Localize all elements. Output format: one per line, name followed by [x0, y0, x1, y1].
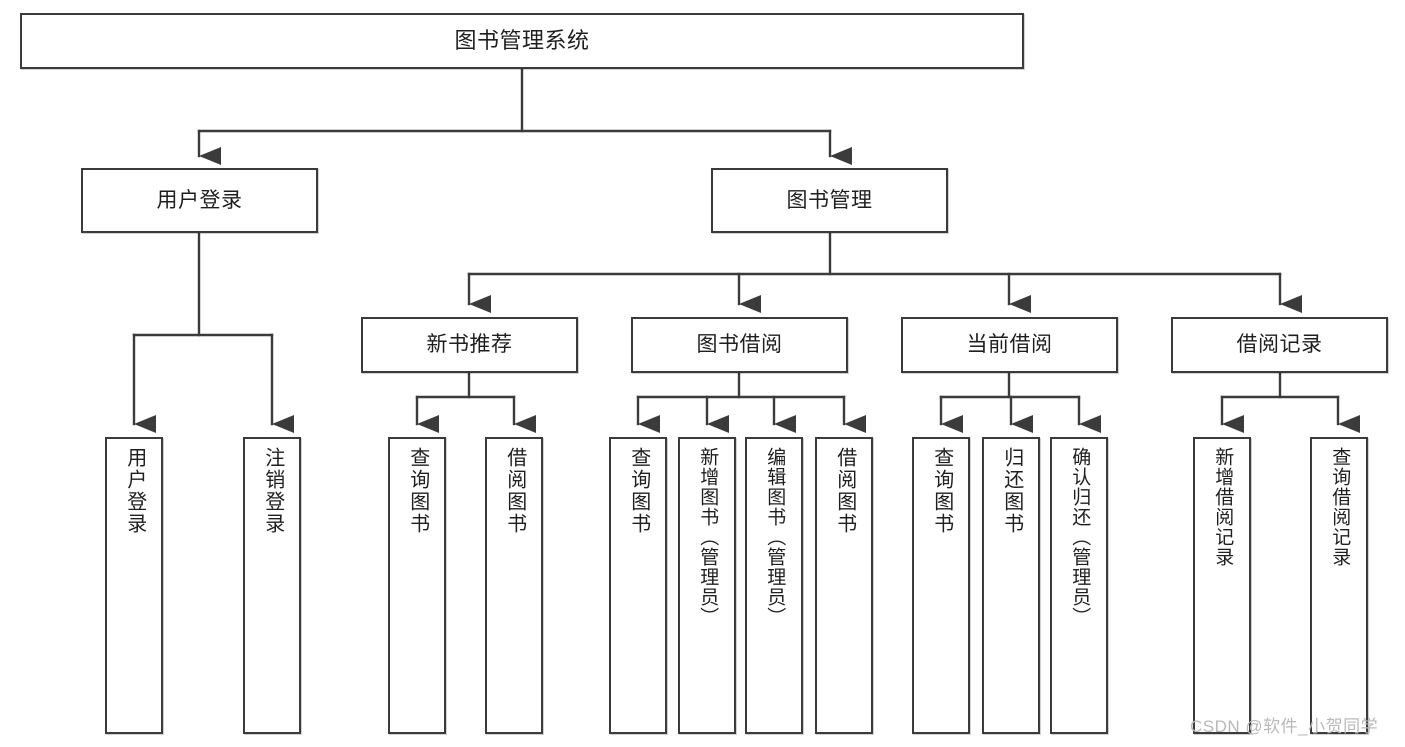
- leaf-query-book-2-label: 查询图书: [627, 447, 650, 535]
- node-new-book-recommend-label: 新书推荐: [426, 333, 513, 357]
- node-book-manage[interactable]: 图书管理: [711, 168, 948, 233]
- leaf-confirm-return[interactable]: 确认归还（管理员）: [1050, 437, 1108, 734]
- node-root[interactable]: 图书管理系统: [20, 13, 1024, 69]
- node-root-label: 图书管理系统: [454, 27, 590, 53]
- leaf-user-login[interactable]: 用户登录: [105, 437, 163, 734]
- node-current-borrow-label: 当前借阅: [966, 333, 1053, 357]
- leaf-add-record[interactable]: 新增借阅记录: [1193, 437, 1251, 734]
- leaf-confirm-return-label: 确认归还（管理员）: [1069, 447, 1091, 627]
- leaf-return-book-label: 归还图书: [1000, 447, 1023, 535]
- node-user-login-label: 用户登录: [156, 188, 243, 212]
- node-book-manage-label: 图书管理: [786, 188, 873, 212]
- leaf-borrow-book-2[interactable]: 借阅图书: [815, 437, 873, 734]
- node-borrow-record-label: 借阅记录: [1236, 333, 1323, 357]
- leaf-add-record-label: 新增借阅记录: [1212, 447, 1234, 567]
- node-borrow-record[interactable]: 借阅记录: [1171, 317, 1388, 373]
- leaf-logout[interactable]: 注销登录: [243, 437, 301, 734]
- leaf-query-record[interactable]: 查询借阅记录: [1310, 437, 1368, 734]
- node-book-borrow-label: 图书借阅: [696, 333, 783, 357]
- leaf-query-book-1-label: 查询图书: [406, 447, 429, 535]
- leaf-query-book-1[interactable]: 查询图书: [388, 437, 446, 734]
- leaf-user-login-label: 用户登录: [123, 447, 146, 535]
- csdn-watermark: CSDN @软件_小贺同学: [1190, 717, 1379, 736]
- leaf-query-book-3-label: 查询图书: [930, 447, 953, 535]
- node-book-borrow[interactable]: 图书借阅: [631, 317, 848, 373]
- node-new-book-recommend[interactable]: 新书推荐: [361, 317, 578, 373]
- leaf-edit-book[interactable]: 编辑图书（管理员）: [745, 437, 803, 734]
- leaf-query-record-label: 查询借阅记录: [1329, 447, 1351, 567]
- leaf-borrow-book-1[interactable]: 借阅图书: [485, 437, 543, 734]
- leaf-return-book[interactable]: 归还图书: [982, 437, 1040, 734]
- node-user-login[interactable]: 用户登录: [81, 168, 318, 233]
- leaf-logout-label: 注销登录: [261, 447, 284, 535]
- leaf-borrow-book-1-label: 借阅图书: [503, 447, 526, 535]
- leaf-add-book[interactable]: 新增图书（管理员）: [678, 437, 736, 734]
- leaf-add-book-label: 新增图书（管理员）: [697, 447, 719, 627]
- leaf-query-book-2[interactable]: 查询图书: [609, 437, 667, 734]
- leaf-borrow-book-2-label: 借阅图书: [833, 447, 856, 535]
- leaf-query-book-3[interactable]: 查询图书: [912, 437, 970, 734]
- node-current-borrow[interactable]: 当前借阅: [901, 317, 1118, 373]
- leaf-edit-book-label: 编辑图书（管理员）: [764, 447, 786, 627]
